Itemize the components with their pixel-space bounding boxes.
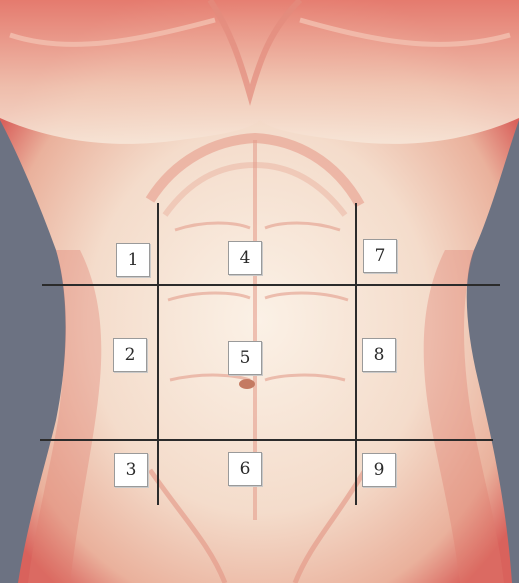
region-label-9: 9 — [362, 453, 396, 487]
region-label-5: 5 — [228, 341, 262, 375]
region-label-3: 3 — [114, 453, 148, 487]
region-label-6: 6 — [228, 452, 262, 486]
region-label-8: 8 — [362, 338, 396, 372]
region-label-4: 4 — [228, 241, 262, 275]
region-label-1: 1 — [116, 243, 150, 277]
region-label-2: 2 — [113, 338, 147, 372]
region-label-7: 7 — [363, 239, 397, 273]
navel — [239, 379, 255, 389]
